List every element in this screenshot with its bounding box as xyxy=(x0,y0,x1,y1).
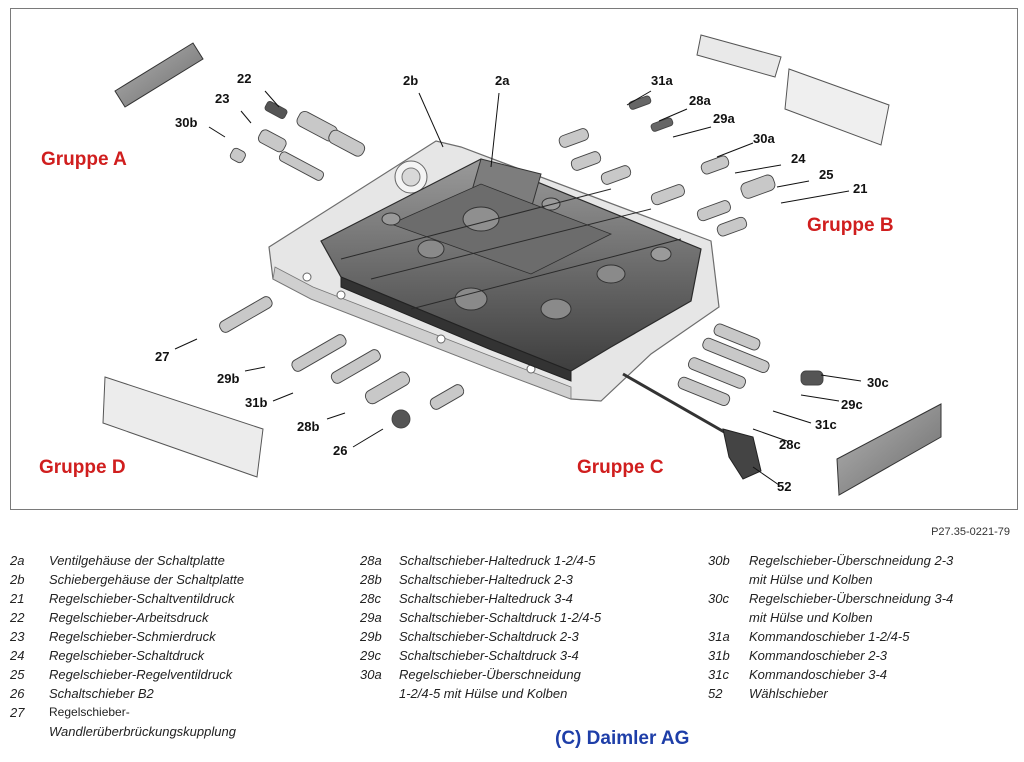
legend-item: Wandlerüberbrückungskupplung xyxy=(49,724,236,739)
callout-52: 52 xyxy=(777,479,792,494)
selector-valve-52 xyxy=(622,372,762,480)
callout-2b: 2b xyxy=(403,73,419,88)
callout-30c: 30c xyxy=(867,375,889,390)
figure-reference-number: P27.35-0221-79 xyxy=(931,526,1010,538)
callout-29b: 29b xyxy=(217,371,240,386)
callout-22: 22 xyxy=(237,71,252,86)
callout-2a: 2a xyxy=(495,73,510,88)
callout-29c: 29c xyxy=(841,397,863,412)
valve-housing-2a-2b xyxy=(320,158,702,382)
callout-31c: 31c xyxy=(815,417,837,432)
callout-26: 26 xyxy=(333,443,348,458)
leader-lines xyxy=(174,90,862,486)
callout-21: 21 xyxy=(853,181,868,196)
separator-plates xyxy=(102,34,942,496)
group-label-a: Gruppe A xyxy=(41,149,127,170)
callout-28a: 28a xyxy=(689,93,711,108)
valve-body-illustration xyxy=(102,34,942,496)
legend-item: mit Hülse und Kolben xyxy=(749,572,873,587)
group-label-c: Gruppe C xyxy=(577,457,664,478)
callout-25: 25 xyxy=(819,167,834,182)
exploded-view-figure: 22 23 30b 2b 2a 31a 28a 29a 30a 24 25 21… xyxy=(10,8,1018,510)
callout-31b: 31b xyxy=(245,395,268,410)
legend-item: 1-2/4-5 mit Hülse und Kolben xyxy=(399,686,568,701)
spool-valves xyxy=(219,95,824,429)
callout-23: 23 xyxy=(215,91,230,106)
callout-28c: 28c xyxy=(779,437,801,452)
callout-30b: 30b xyxy=(175,115,198,130)
callout-27: 27 xyxy=(155,349,170,364)
callout-28b: 28b xyxy=(297,419,320,434)
callout-24: 24 xyxy=(791,151,806,166)
copyright-notice: (C) Daimler AG xyxy=(555,728,690,749)
legend-item: mit Hülse und Kolben xyxy=(749,610,873,625)
callout-30a: 30a xyxy=(753,131,775,146)
callout-31a: 31a xyxy=(651,73,673,88)
group-label-b: Gruppe B xyxy=(807,215,894,236)
callout-29a: 29a xyxy=(713,111,735,126)
group-label-d: Gruppe D xyxy=(39,457,126,478)
